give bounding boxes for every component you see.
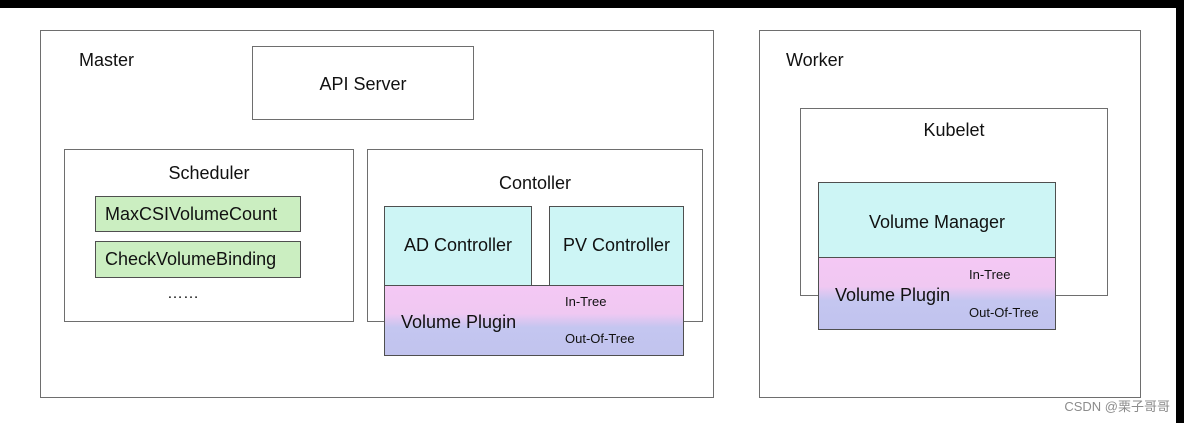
scheduler-more: …… <box>167 285 199 302</box>
master-title: Master <box>79 50 135 70</box>
master-out-of-tree-label: Out-Of-Tree <box>565 331 635 346</box>
ad-controller-box: AD Controller <box>384 206 532 286</box>
volume-manager-box: Volume Manager <box>818 182 1056 258</box>
worker-title: Worker <box>786 50 844 70</box>
master-volume-plugin-label: Volume Plugin <box>401 312 517 332</box>
volume-manager-label: Volume Manager <box>868 212 1006 232</box>
controller-title: Contoller <box>498 173 572 193</box>
scheduler-title: Scheduler <box>168 163 250 183</box>
scheduler-plugin-max-csi-volume-count: MaxCSIVolumeCount <box>95 196 301 232</box>
pv-controller-label: PV Controller <box>562 235 671 255</box>
master-volume-plugin-box: In-Tree Volume Plugin Out-Of-Tree <box>384 285 684 356</box>
pv-controller-box: PV Controller <box>549 206 684 286</box>
ad-controller-label: AD Controller <box>403 235 513 255</box>
master-box: Master API Server Scheduler MaxCSIVolume… <box>40 30 714 398</box>
kubelet-title: Kubelet <box>923 120 985 140</box>
worker-out-of-tree-label: Out-Of-Tree <box>969 305 1039 320</box>
scheduler-plugin-check-volume-binding: CheckVolumeBinding <box>95 241 301 278</box>
worker-in-tree-label: In-Tree <box>969 267 1011 282</box>
csdn-watermark: CSDN @栗子哥哥 <box>1064 399 1170 414</box>
worker-volume-plugin-box: In-Tree Volume Plugin Out-Of-Tree <box>818 257 1056 330</box>
api-server-box: API Server <box>252 46 474 120</box>
api-server-label: API Server <box>319 74 407 94</box>
worker-box: Worker Kubelet Volume Manager In-Tree Vo… <box>759 30 1141 398</box>
scheduler-box: Scheduler MaxCSIVolumeCount CheckVolumeB… <box>64 149 354 322</box>
worker-volume-plugin-label: Volume Plugin <box>835 285 951 305</box>
diagram-canvas: Master API Server Scheduler MaxCSIVolume… <box>0 8 1176 423</box>
master-in-tree-label: In-Tree <box>565 294 607 309</box>
